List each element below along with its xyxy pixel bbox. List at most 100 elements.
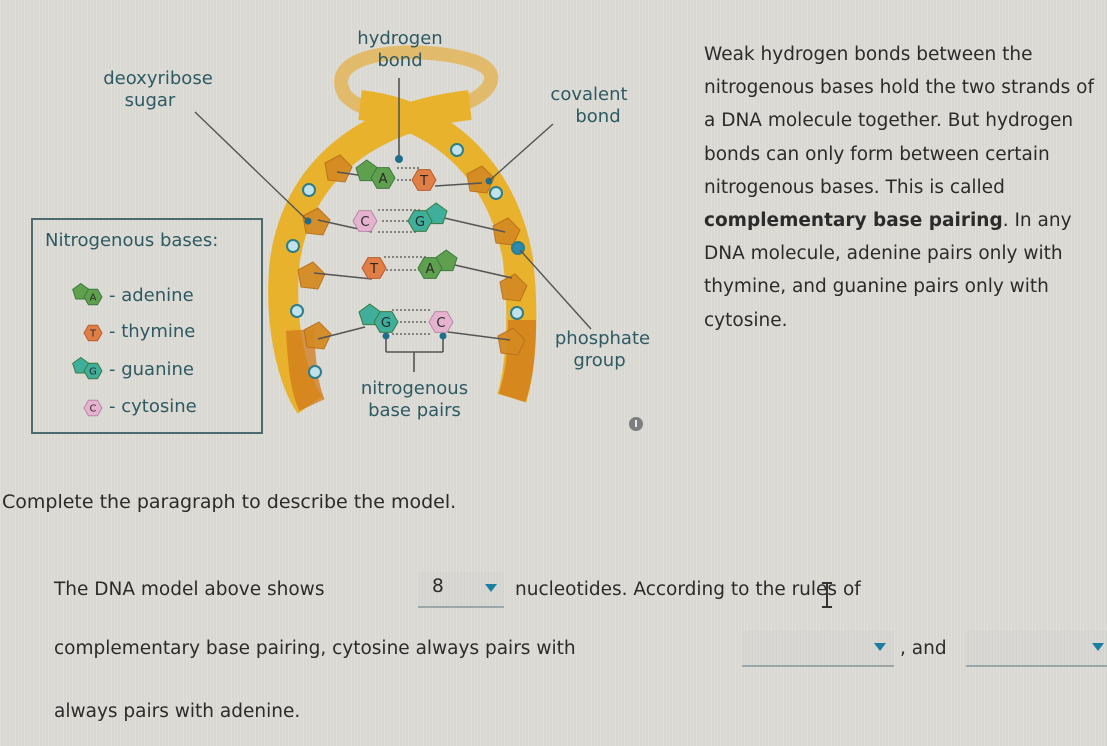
info-bold-term: complementary base pairing	[704, 210, 1003, 232]
label-nitrogenous-base-pairs: nitrogenous base pairs	[347, 378, 482, 422]
label-phosphate-group: phosphate group	[540, 328, 665, 372]
adenine-hexagon	[417, 257, 443, 279]
label-line: sugar	[124, 90, 176, 111]
thymine-hexagon	[83, 324, 103, 342]
chevron-down-icon[interactable]	[485, 584, 497, 592]
adenine-hexagon	[370, 167, 396, 189]
legend-item-guanine: G - guanine	[69, 356, 194, 382]
cytosine-base: C	[428, 311, 454, 333]
cytosine-hexagon	[352, 210, 378, 232]
sugar-pentagon	[303, 321, 332, 350]
question-line-2-before: complementary base pairing, cytosine alw…	[54, 638, 576, 659]
cursor-cap	[822, 606, 832, 608]
base-pairs-bracket	[385, 337, 444, 372]
adenine-letter: A	[90, 293, 97, 304]
cytosine-hexagon	[428, 311, 454, 333]
question-line-1-before: The DNA model above shows	[54, 579, 325, 600]
cytosine-letter: C	[436, 316, 445, 331]
label-deoxyribose-sugar: deoxyribose sugar	[78, 68, 238, 112]
legend-label: - cytosine	[109, 395, 197, 417]
adenine-pair-dropdown[interactable]	[966, 631, 1107, 667]
thymine-hexagon	[361, 257, 387, 279]
label-covalent-bond: covalent bond	[534, 84, 644, 128]
guanine-base: G	[72, 356, 103, 380]
info-text: Weak hydrogen bonds between the nitrogen…	[704, 44, 1094, 198]
guanine-hexagon	[83, 362, 103, 380]
label-line: deoxyribose	[103, 68, 213, 89]
phosphate-circle	[489, 186, 503, 200]
thymine-icon: T	[83, 324, 103, 342]
legend-label: - adenine	[109, 284, 194, 306]
label-line: phosphate	[554, 328, 651, 349]
thymine-letter: T	[419, 174, 429, 189]
label-line: bond	[575, 106, 621, 127]
legend-item-thymine: T - thymine	[69, 318, 195, 344]
bracket-dot	[382, 332, 390, 340]
guanine-hexagon	[373, 311, 399, 333]
cytosine-hexagon	[83, 399, 103, 417]
phosphate-circle	[302, 183, 316, 197]
thymine-letter: T	[369, 262, 379, 277]
dna-strand-left-shade	[286, 329, 325, 411]
guanine-base: G	[358, 303, 399, 333]
hydrogen-bond-lines	[378, 167, 432, 335]
thymine-base: T	[361, 257, 387, 279]
guanine-base: G	[407, 202, 448, 232]
sugar-pentagon	[302, 207, 331, 236]
question-line-1-after: nucleotides. According to the rules of	[515, 579, 861, 600]
phosphate-circle	[510, 306, 524, 320]
phosphate-circle	[286, 239, 300, 253]
legend-label: - thymine	[109, 320, 196, 342]
legend-title: Nitrogenous bases:	[45, 230, 219, 251]
guanine-letter: G	[415, 215, 425, 230]
cytosine-pair-dropdown[interactable]	[742, 631, 894, 667]
label-line: hydrogen	[357, 28, 443, 49]
adenine-base: A	[417, 249, 458, 279]
adenine-icon: A	[72, 282, 103, 306]
sugar-pentagon	[466, 165, 495, 194]
chevron-down-icon[interactable]	[874, 643, 886, 651]
dropdown-value: 8	[432, 576, 444, 597]
base-pairs: A T C G T A G C	[352, 159, 458, 333]
info-paragraph: Weak hydrogen bonds between the nitrogen…	[704, 38, 1104, 337]
sugar-pentagon	[492, 217, 521, 246]
sugar-pentagon	[297, 261, 326, 290]
adenine-base: A	[355, 159, 396, 189]
cytosine-letter: C	[90, 404, 97, 415]
cytosine-base: C	[83, 399, 103, 417]
cytosine-base: C	[352, 210, 378, 232]
sugar-group	[297, 154, 528, 356]
question-line-2-mid: , and	[900, 638, 947, 659]
label-line: nitrogenous	[360, 378, 469, 399]
legend-item-cytosine: C - cytosine	[69, 393, 197, 419]
cytosine-icon: C	[83, 399, 103, 417]
dna-diagram: A T C G T A G C	[194, 45, 643, 431]
question-line-3: always pairs with adenine.	[54, 701, 301, 722]
guanine-letter: G	[89, 367, 97, 378]
phosphate-group	[286, 143, 525, 379]
legend-item-adenine: A - adenine	[69, 282, 194, 308]
info-icon-glyph	[635, 420, 637, 427]
phosphate-circle	[450, 143, 464, 157]
nucleotide-count-dropdown[interactable]: 8	[418, 572, 504, 608]
phosphate-circle	[290, 304, 304, 318]
adenine-hexagon	[83, 288, 103, 306]
phosphate-circle	[308, 365, 322, 379]
guanine-letter: G	[381, 316, 391, 331]
thymine-base: T	[83, 324, 103, 342]
adenine-base: A	[72, 282, 103, 306]
chevron-down-icon[interactable]	[1092, 643, 1104, 651]
guanine-icon: G	[72, 356, 103, 380]
dna-strand-right	[358, 90, 537, 403]
bracket-dot	[439, 332, 447, 340]
info-text: . In any DNA molecule, adenine pairs onl…	[704, 210, 1072, 331]
phosphate-pointer	[519, 249, 592, 330]
question-instruction: Complete the paragraph to describe the m…	[2, 491, 457, 513]
legend-label: - guanine	[109, 358, 194, 380]
covalent-bond-pointer	[488, 123, 554, 182]
sugar-pentagon	[497, 327, 526, 356]
label-hydrogen-bond: hydrogen bond	[340, 28, 460, 72]
hydrogen-bond-dot	[395, 155, 403, 163]
sugar-pentagon	[499, 273, 528, 302]
thymine-letter: T	[89, 329, 97, 340]
